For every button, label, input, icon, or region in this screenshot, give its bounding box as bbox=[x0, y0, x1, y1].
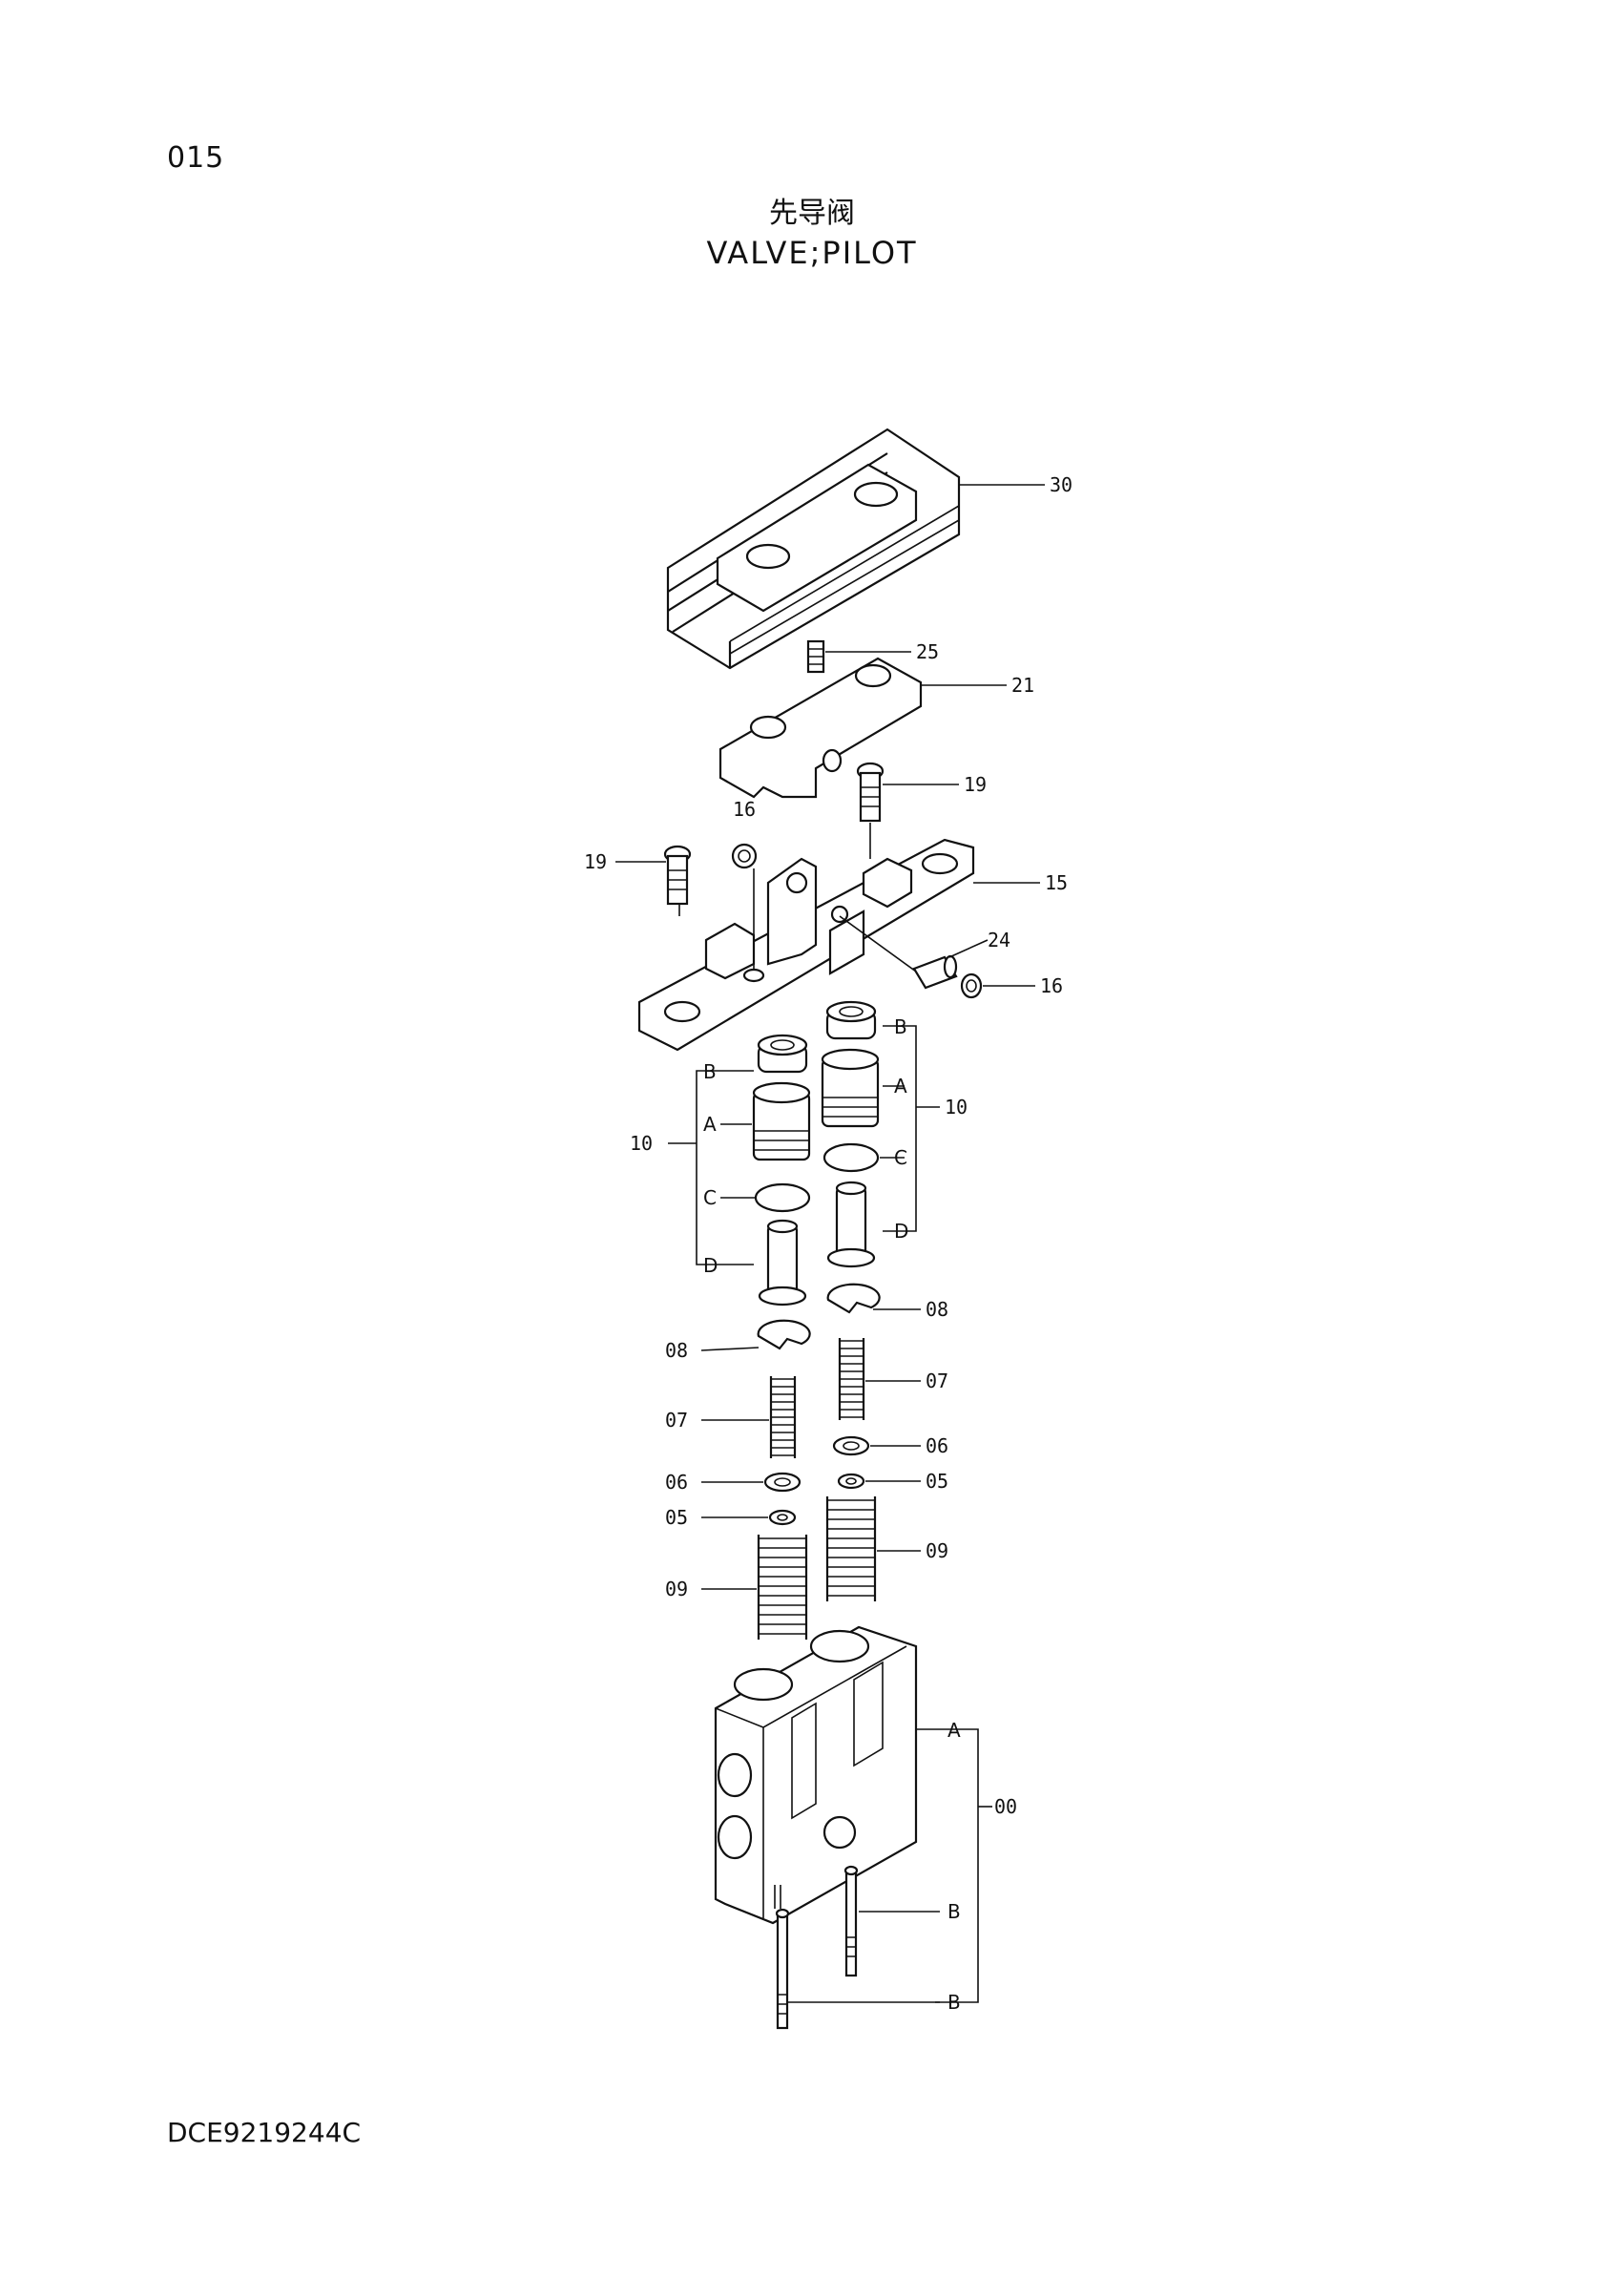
callout-25: 25 bbox=[916, 640, 939, 663]
callout-06-right: 06 bbox=[926, 1434, 948, 1457]
callout-08-left: 08 bbox=[665, 1339, 688, 1362]
part-30-boot bbox=[666, 428, 961, 670]
sublabel-left-A: A bbox=[703, 1113, 717, 1136]
part-10-left-A-bushing bbox=[752, 1081, 811, 1161]
sublabel-body-A: A bbox=[947, 1719, 961, 1742]
callout-05-right: 05 bbox=[926, 1470, 948, 1493]
sublabel-left-D: D bbox=[703, 1254, 718, 1277]
part-06-right-washer bbox=[832, 1435, 870, 1456]
callout-06-left: 06 bbox=[665, 1471, 688, 1494]
callout-08-right: 08 bbox=[926, 1298, 948, 1321]
sublabel-body-B2: B bbox=[947, 1991, 961, 2014]
part-10-left-C-oring bbox=[754, 1182, 811, 1213]
part-05-left-shim bbox=[768, 1509, 797, 1526]
part-19-screw-right bbox=[856, 762, 885, 823]
sublabel-left-B: B bbox=[703, 1060, 717, 1083]
callout-15: 15 bbox=[1045, 871, 1068, 894]
callout-07-left: 07 bbox=[665, 1409, 688, 1432]
callout-10-left: 10 bbox=[630, 1132, 653, 1155]
callout-16-right: 16 bbox=[1040, 974, 1063, 997]
part-06-left-washer bbox=[763, 1472, 802, 1493]
part-05-right-shim bbox=[837, 1473, 865, 1490]
sublabel-right-C: C bbox=[894, 1146, 907, 1169]
part-16-oring-upper bbox=[731, 843, 758, 869]
sublabel-right-B: B bbox=[894, 1015, 907, 1038]
part-10-right-A-bushing bbox=[821, 1048, 880, 1128]
sublabel-right-D: D bbox=[894, 1220, 908, 1243]
part-16-oring-right bbox=[960, 972, 983, 999]
part-24-pin bbox=[912, 954, 958, 990]
callout-10-right: 10 bbox=[945, 1096, 968, 1119]
part-10-right-D-pusher bbox=[826, 1181, 876, 1268]
part-10-left-D-pusher bbox=[758, 1219, 807, 1307]
part-10-right-C-oring bbox=[822, 1142, 880, 1173]
callout-05-left: 05 bbox=[665, 1506, 688, 1529]
callout-19-left: 19 bbox=[584, 850, 607, 873]
part-00-B-spool-right bbox=[843, 1865, 859, 1977]
part-00-A-valve-body bbox=[714, 1625, 918, 1925]
part-09-right-spring bbox=[825, 1496, 877, 1601]
sublabel-right-A: A bbox=[894, 1075, 907, 1098]
part-08-right-seat bbox=[826, 1283, 881, 1314]
callout-09-right: 09 bbox=[926, 1539, 948, 1562]
sublabel-left-C: C bbox=[703, 1186, 717, 1209]
callout-09-left: 09 bbox=[665, 1578, 688, 1600]
part-15-bracket bbox=[637, 838, 975, 1052]
callout-24: 24 bbox=[988, 929, 1010, 951]
part-09-left-spring bbox=[757, 1535, 808, 1640]
part-10-right-B-seal bbox=[825, 1000, 877, 1040]
part-19-screw-left bbox=[663, 845, 692, 906]
callout-21: 21 bbox=[1011, 674, 1034, 697]
part-21-plate bbox=[718, 657, 923, 799]
sublabel-body-B1: B bbox=[947, 1900, 961, 1923]
part-00-B-spool-left bbox=[775, 1908, 790, 2030]
part-07-left-spring bbox=[769, 1376, 797, 1458]
page-number: 015 bbox=[167, 141, 225, 175]
callout-00: 00 bbox=[994, 1795, 1017, 1818]
callout-16-upper: 16 bbox=[733, 798, 756, 821]
part-10-left-B-seal bbox=[757, 1034, 808, 1074]
part-08-left-seat bbox=[757, 1319, 811, 1350]
callout-07-right: 07 bbox=[926, 1369, 948, 1392]
part-07-right-spring bbox=[838, 1338, 865, 1420]
callout-30: 30 bbox=[1050, 473, 1072, 496]
document-code: DCE9219244C bbox=[167, 2117, 362, 2148]
title-english: VALVE;PILOT bbox=[706, 235, 918, 271]
title-chinese: 先导阀 bbox=[769, 197, 855, 230]
callout-19-right: 19 bbox=[964, 773, 987, 796]
